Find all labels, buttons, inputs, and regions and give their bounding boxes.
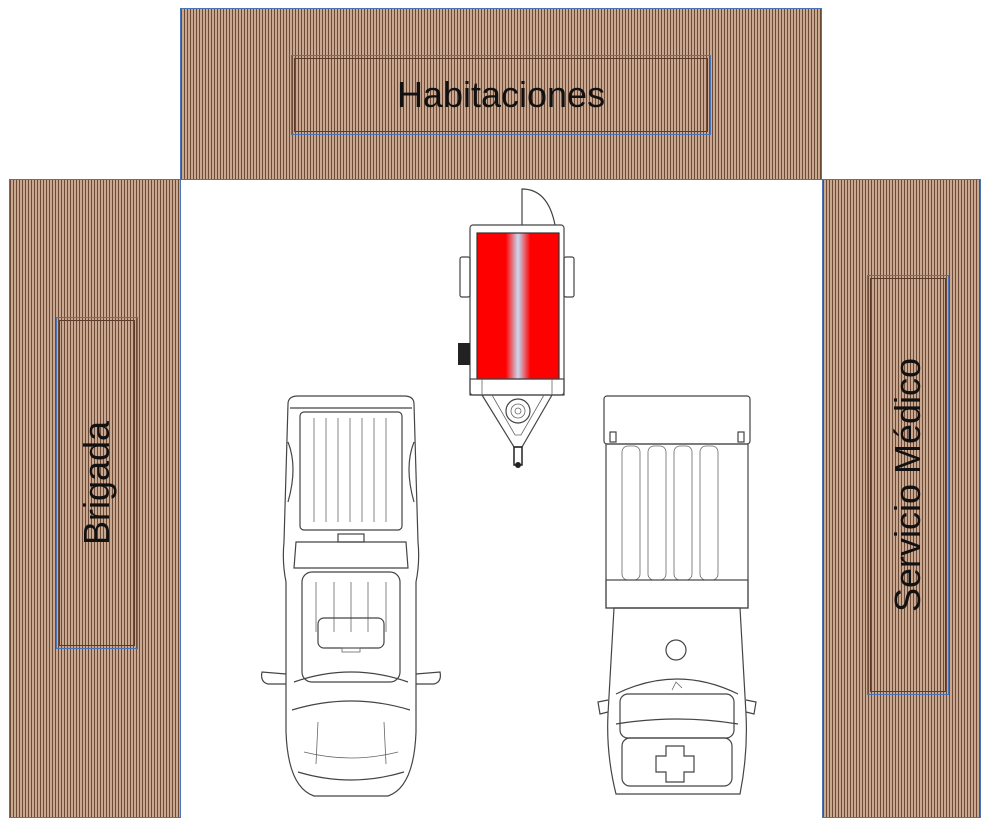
trailer-icon	[458, 188, 575, 468]
zone-brigada: Brigada	[9, 179, 181, 818]
zone-brigada-label: Brigada	[76, 420, 117, 546]
zone-habitaciones: Habitaciones	[180, 8, 822, 180]
zone-servicio-medico-label-box: Servicio Médico	[867, 275, 949, 695]
ambulance-icon	[597, 395, 757, 795]
pickup-truck-icon	[261, 395, 441, 797]
zone-servicio-medico-label: Servicio Médico	[887, 357, 928, 613]
zone-servicio-medico: Servicio Médico	[822, 179, 981, 818]
zone-brigada-label-box: Brigada	[56, 317, 138, 649]
zone-habitaciones-label-box: Habitaciones	[291, 55, 711, 135]
zone-habitaciones-label: Habitaciones	[396, 74, 606, 115]
